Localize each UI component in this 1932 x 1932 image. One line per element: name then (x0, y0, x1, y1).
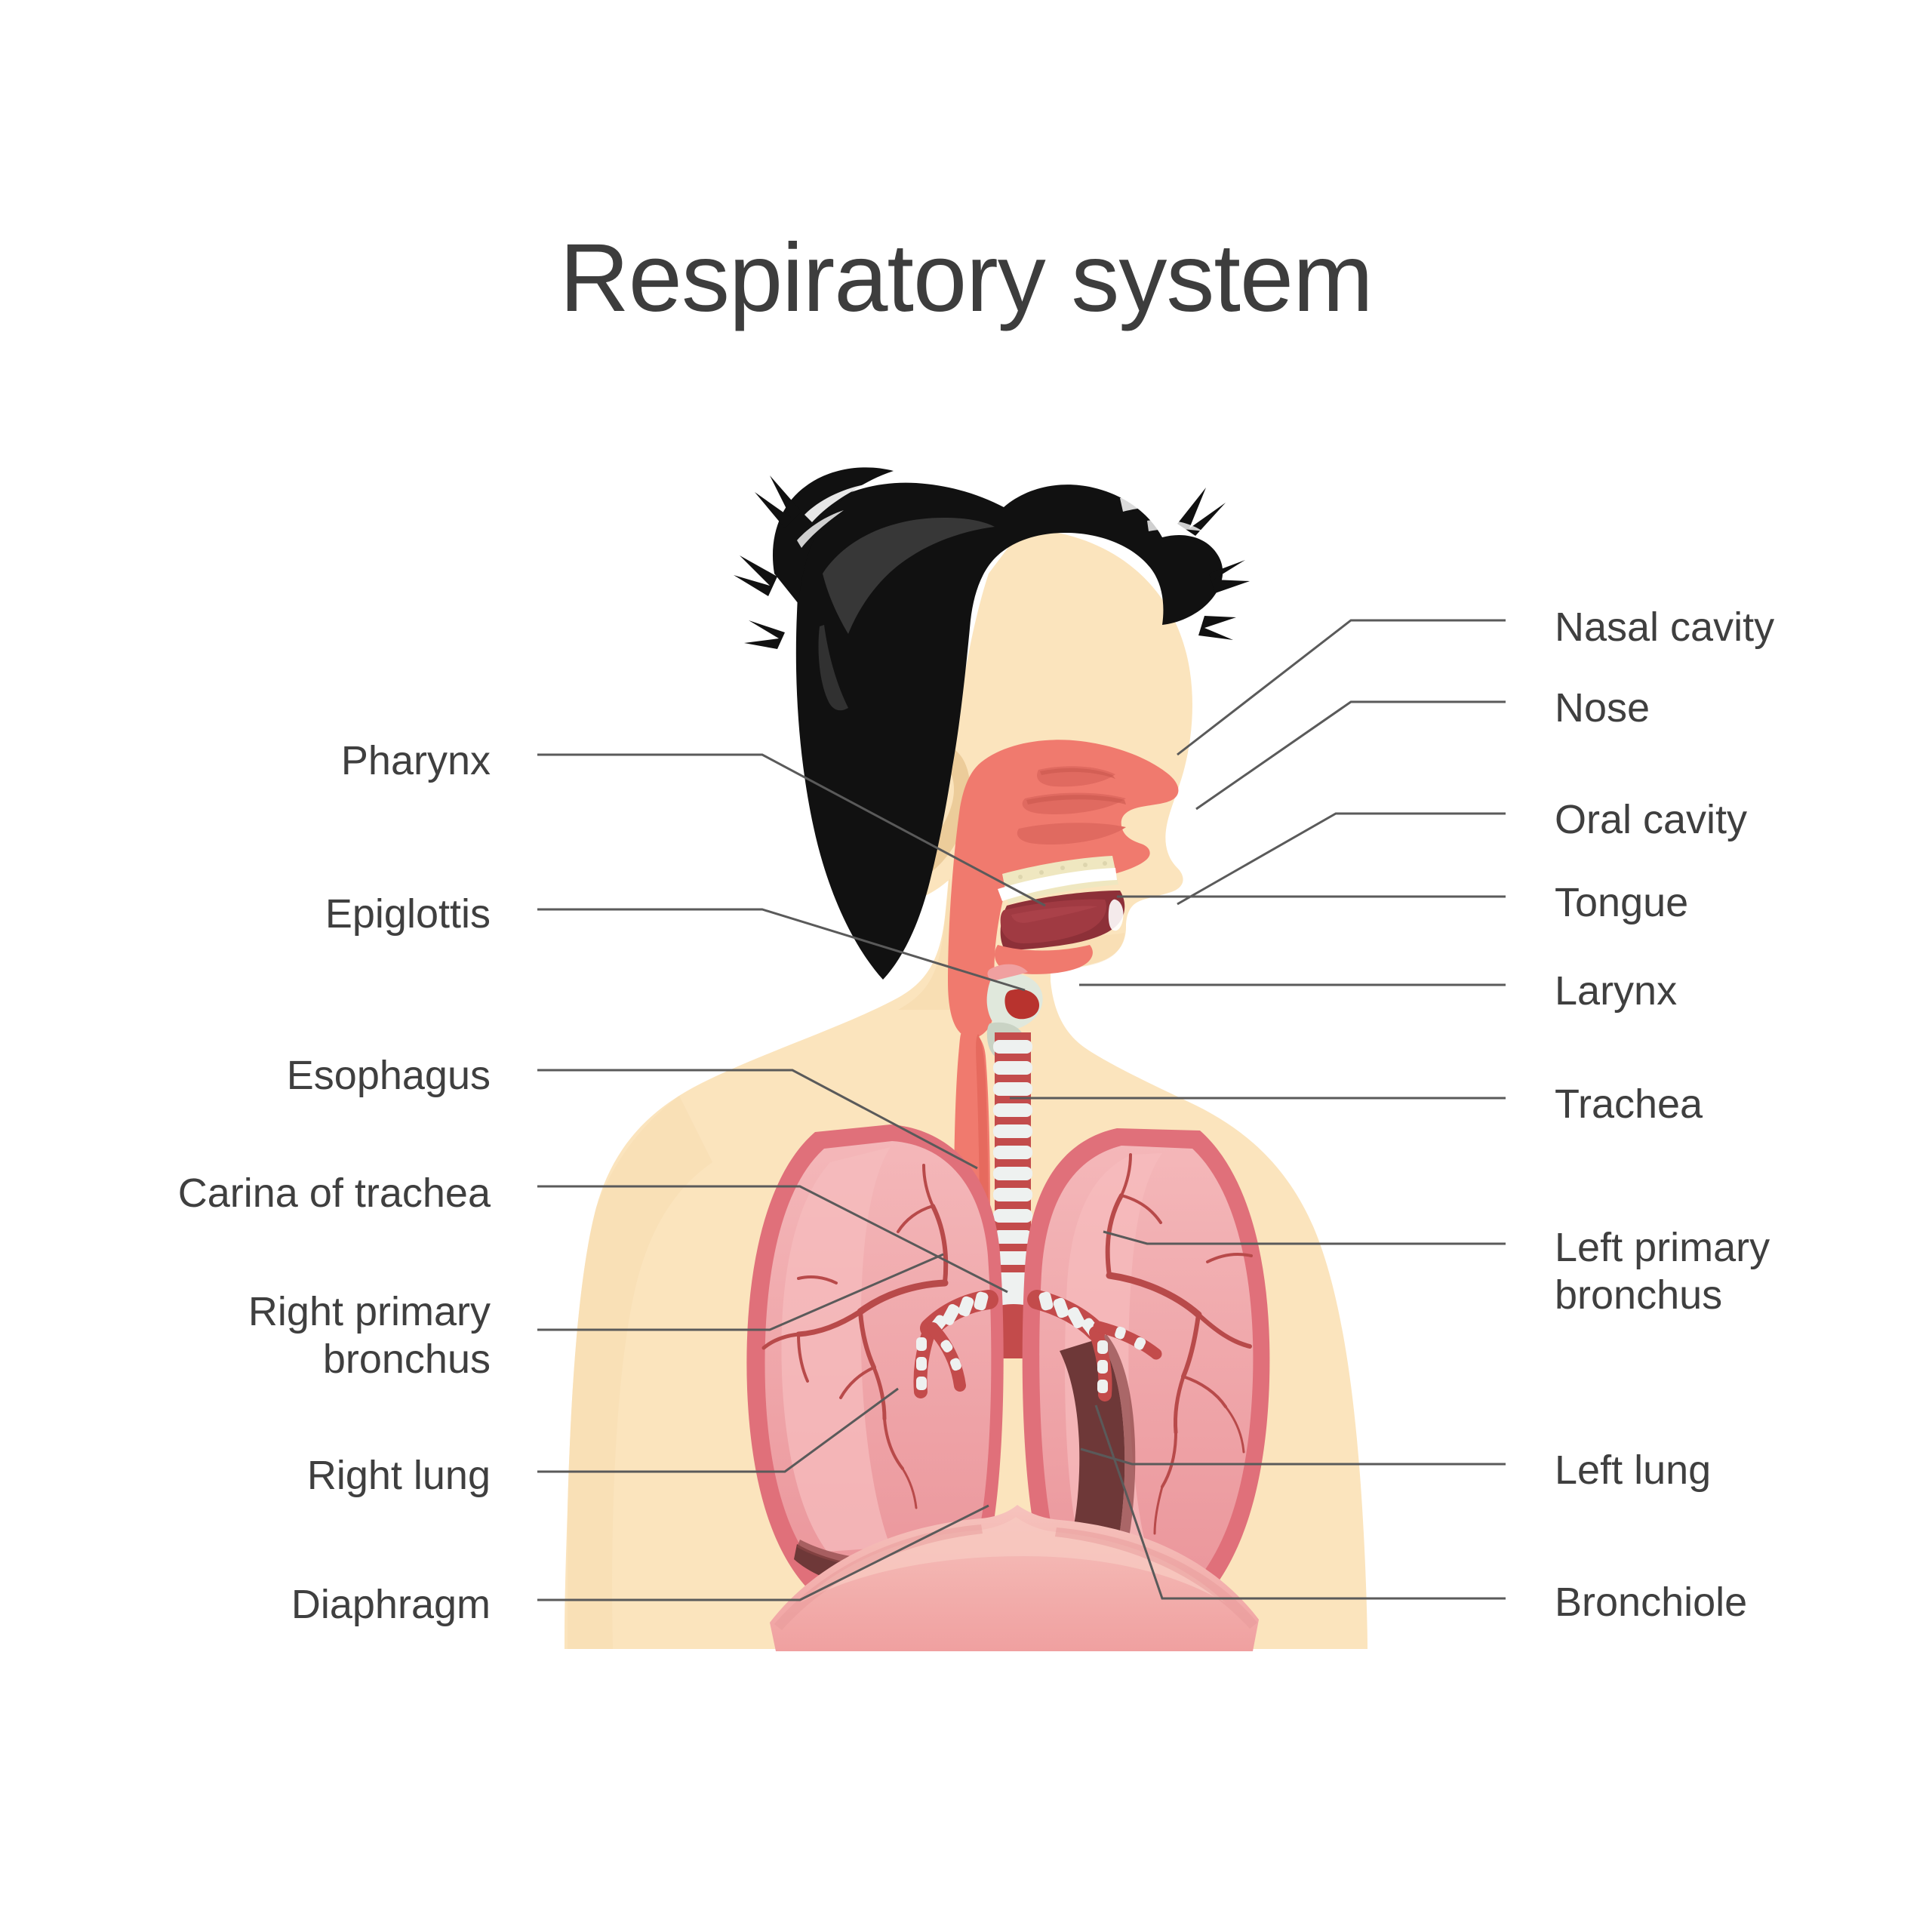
label-oral-cavity: Oral cavity (1555, 797, 1748, 842)
leader-right-lung (537, 1387, 899, 1473)
label-bronchiole: Bronchiole (1555, 1580, 1748, 1625)
label-nasal-cavity: Nasal cavity (1555, 605, 1775, 650)
nasal-turbinates (1017, 766, 1126, 845)
label-nose: Nose (1555, 685, 1651, 731)
diaphragm (770, 1505, 1259, 1651)
label-trachea: Trachea (1555, 1081, 1703, 1127)
leader-left-lung (1080, 1447, 1506, 1466)
label-esophagus: Esophagus (286, 1053, 491, 1098)
right-primary-bronchus (913, 1290, 998, 1398)
leader-left-primary-bronchus (1103, 1230, 1506, 1245)
right-lung (746, 1124, 1004, 1592)
upper-airway (948, 740, 1179, 1038)
label-right-primary-bronchus: Right primary bronchus (248, 1289, 491, 1382)
leader-oral-cavity (1177, 812, 1506, 906)
left-primary-bronchus (1027, 1290, 1162, 1401)
label-diaphragm: Diaphragm (291, 1582, 491, 1627)
leader-nose (1195, 700, 1506, 811)
leader-right-primary-bronchus (537, 1253, 944, 1331)
label-larynx: Larynx (1555, 968, 1678, 1014)
leader-lines (537, 619, 1506, 1601)
label-epiglottis: Epiglottis (325, 891, 491, 937)
leader-diaphragm (537, 1504, 989, 1601)
label-carina-of-trachea: Carina of trachea (177, 1171, 491, 1216)
page-title: Respiratory system (559, 224, 1373, 332)
label-left-primary-bronchus: Left primary bronchus (1555, 1225, 1770, 1318)
label-tongue: Tongue (1555, 880, 1689, 925)
leader-nasal-cavity (1177, 619, 1506, 756)
hair (734, 467, 1250, 980)
label-right-lung: Right lung (306, 1453, 491, 1498)
label-left-lung: Left lung (1555, 1447, 1712, 1493)
leader-epiglottis (537, 908, 1026, 992)
leader-esophagus (537, 1069, 978, 1170)
label-pharynx: Pharynx (340, 738, 491, 783)
leader-bronchiole (1094, 1404, 1506, 1600)
leader-pharynx (537, 753, 1046, 907)
